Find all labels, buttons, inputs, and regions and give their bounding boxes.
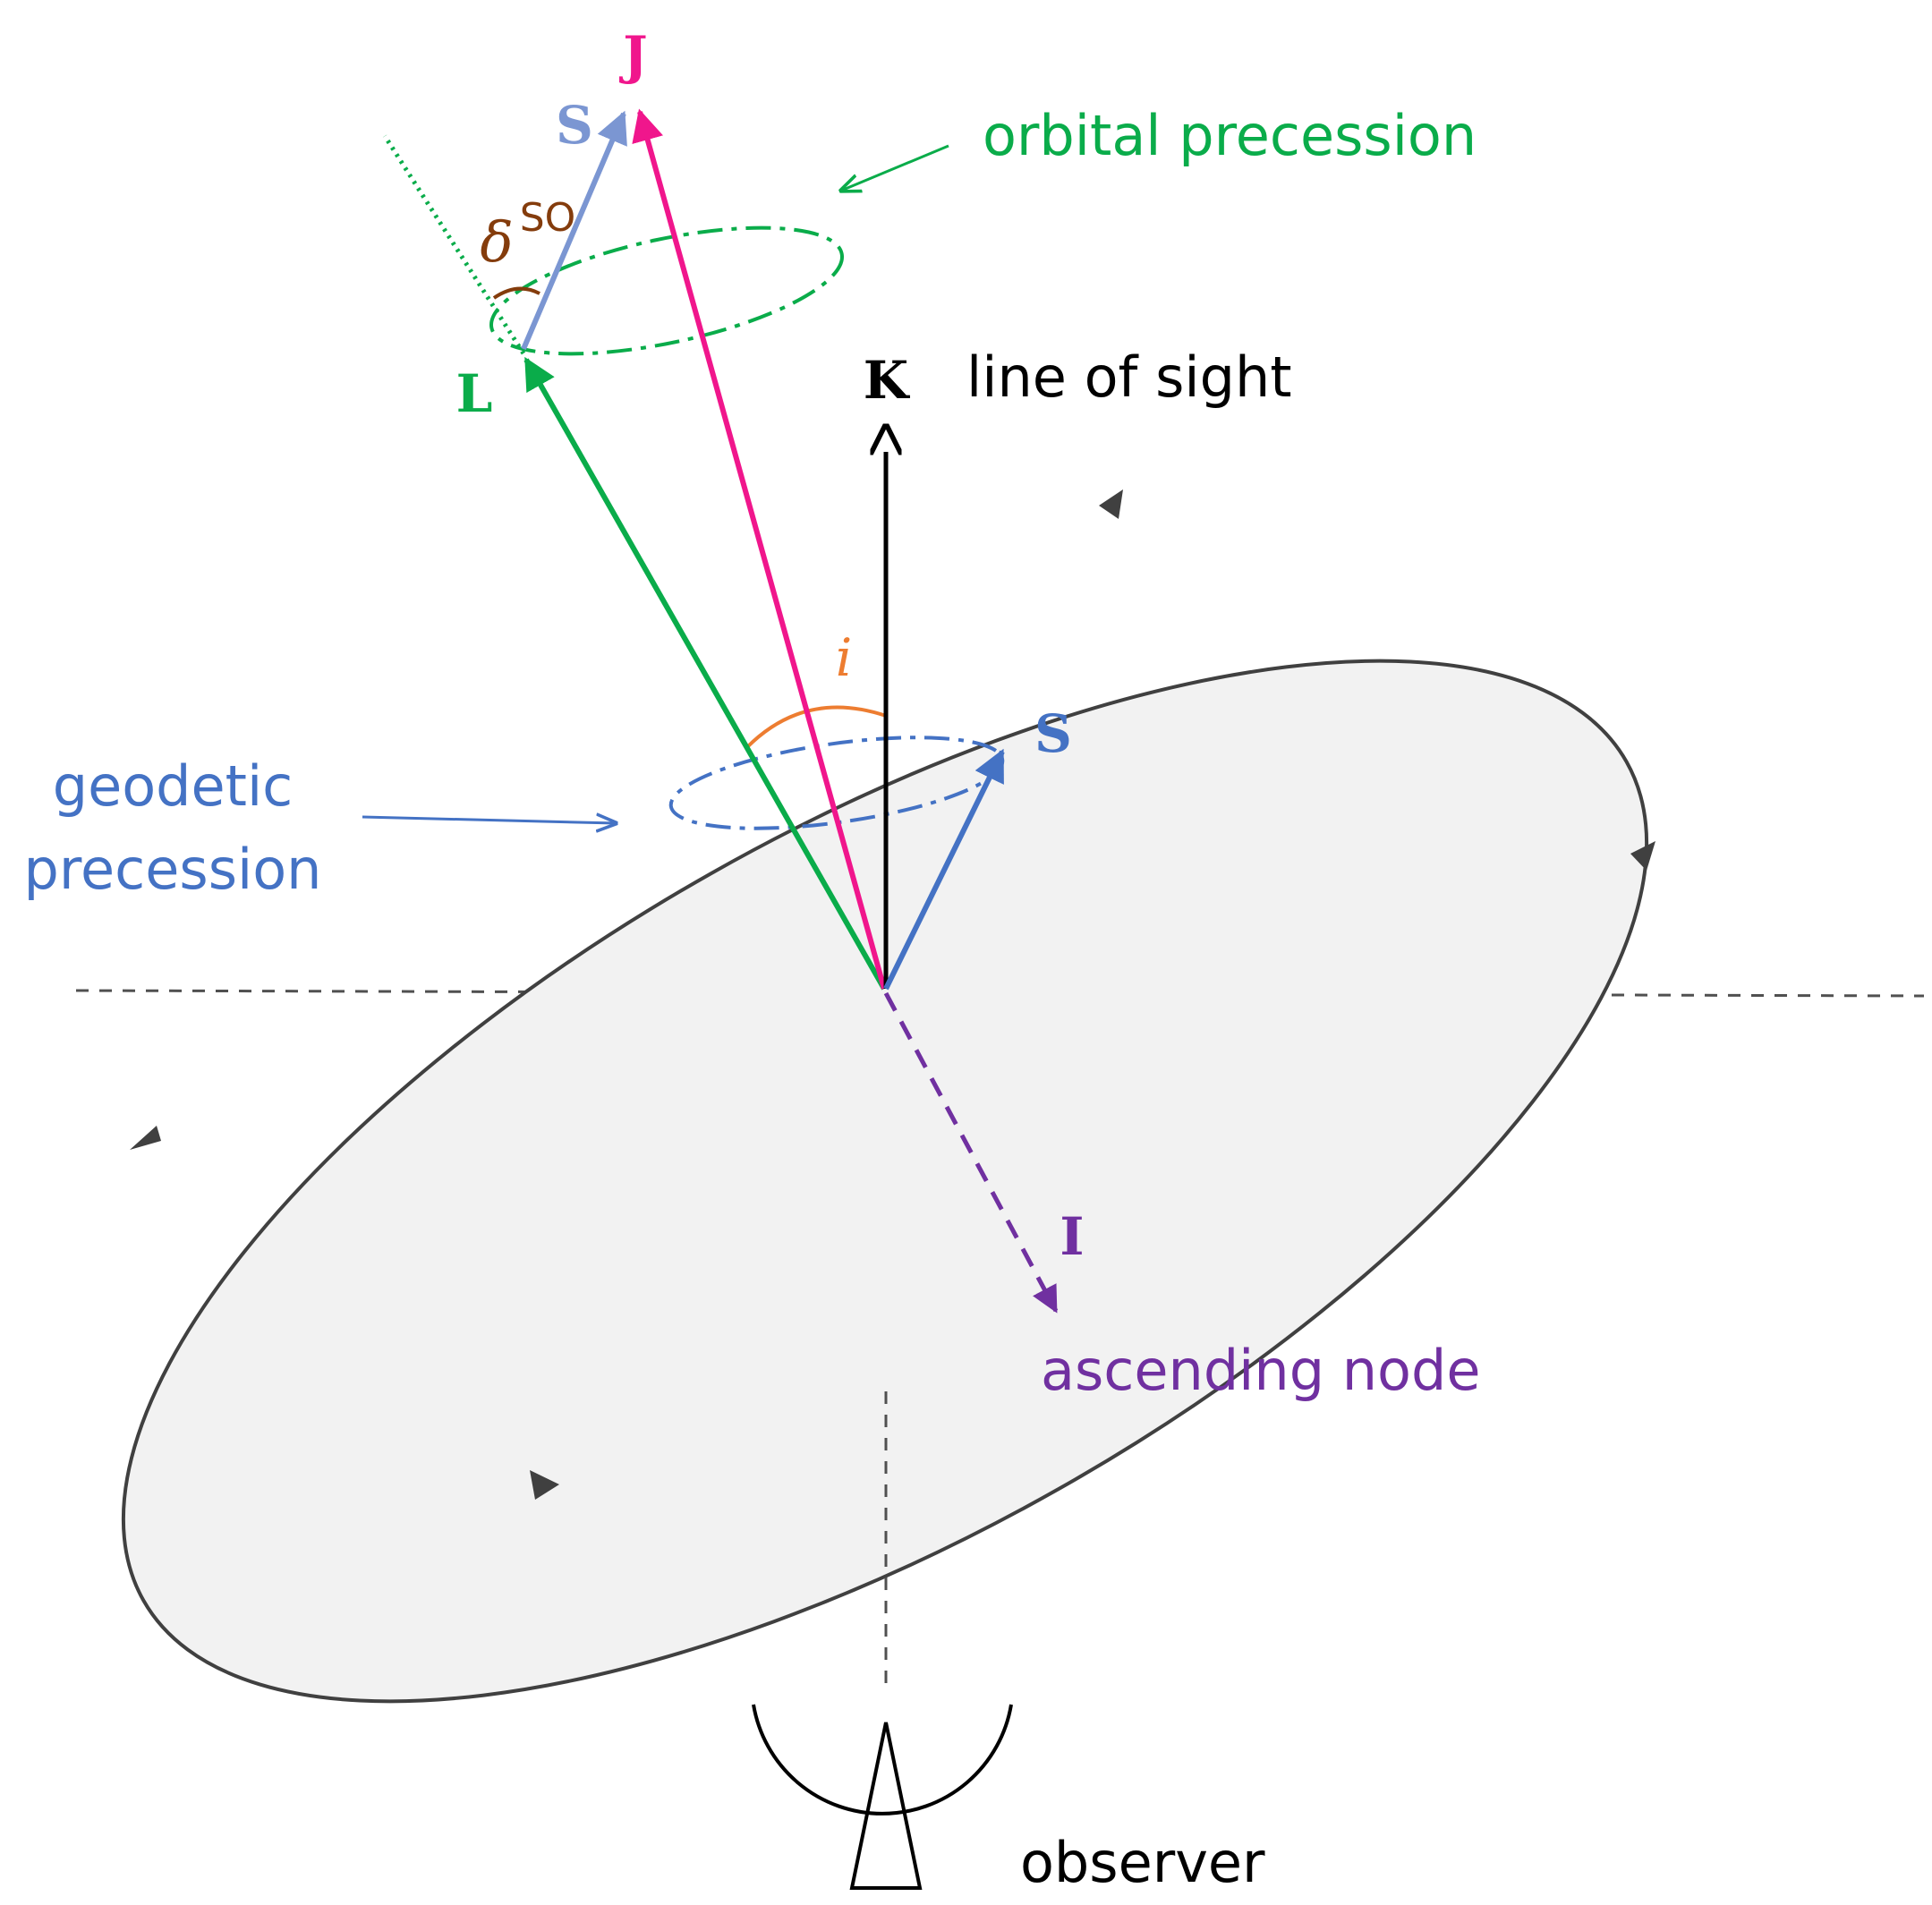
label-J: J (618, 25, 647, 86)
label-S-top: S (556, 95, 593, 156)
vector-I (883, 991, 1059, 1314)
orbit-direction-arrows (130, 489, 1655, 1500)
inclination-arc (745, 705, 887, 749)
orbital-precession-pointer (841, 144, 949, 191)
orbital-plane (121, 659, 1649, 1704)
vector-J (632, 108, 887, 990)
L-extension-dotted (382, 134, 526, 355)
observer-antenna-icon (752, 1704, 1013, 1890)
label-I: I (1060, 1206, 1084, 1267)
vector-L (523, 356, 887, 991)
vector-S-center (883, 748, 1005, 991)
text-orbital-precession: orbital precession (983, 103, 1477, 168)
delta-so-arc (492, 286, 540, 300)
label-delta-superscript: SO (520, 195, 576, 241)
horizontal-reference-line (75, 989, 1925, 998)
text-line-of-sight: line of sight (966, 344, 1292, 410)
label-L: L (456, 363, 493, 424)
geodetic-precession-pointer (362, 817, 616, 823)
label-K: K (864, 350, 911, 411)
text-geodetic-precession: precession (24, 837, 322, 902)
label-inclination: i (836, 627, 853, 688)
orbit-arrow-bottom (530, 1470, 559, 1500)
orbit-arrow-left (130, 1126, 161, 1150)
text-geodetic: geodetic (53, 753, 294, 819)
text-ascending-node: ascending node (1041, 1338, 1481, 1403)
orbital-precession-cone (489, 225, 845, 356)
antenna-dish (752, 1704, 1013, 1816)
orbit-arrow-right (1630, 841, 1655, 871)
orbit-arrow-top (1099, 489, 1123, 519)
antenna-tower (849, 1722, 923, 1890)
label-delta: δ (480, 209, 513, 275)
vector-S-top (521, 110, 627, 351)
label-S-center: S (1034, 703, 1072, 764)
text-observer: observer (1020, 1830, 1265, 1895)
